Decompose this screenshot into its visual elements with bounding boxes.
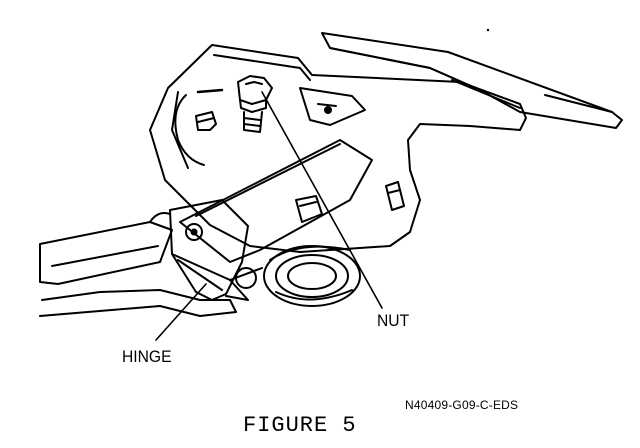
pivot-arm — [180, 140, 372, 262]
nut — [238, 76, 272, 132]
bracket-plate — [150, 45, 526, 252]
lower-frame — [40, 213, 236, 316]
upper-arm — [322, 33, 622, 128]
hinge-label: HINGE — [122, 347, 172, 366]
speck — [486, 28, 490, 32]
roller — [264, 246, 360, 306]
drawing-code: N40409-G09-C-EDS — [405, 398, 519, 412]
figure-caption: FIGURE 5 — [243, 413, 357, 438]
hinge — [170, 200, 262, 300]
hinge-leader-line — [156, 284, 206, 340]
nut-leader-line — [262, 92, 382, 308]
nut-label: NUT — [377, 311, 410, 330]
